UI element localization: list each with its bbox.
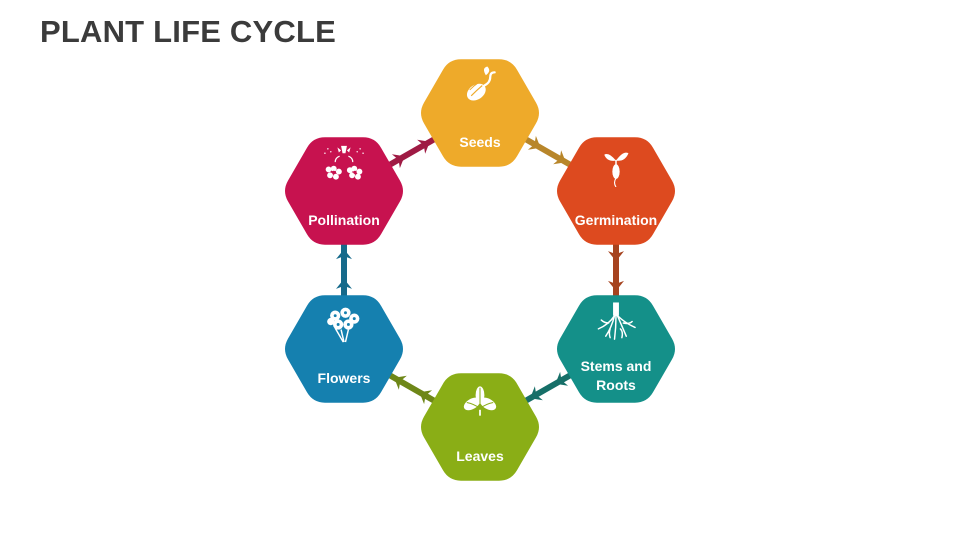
stage-hexagon	[285, 295, 403, 403]
stage-seeds: Seeds	[421, 59, 539, 167]
arrowhead	[608, 251, 624, 262]
stage-hexagon	[421, 59, 539, 167]
stage-hexagon	[421, 373, 539, 481]
stage-label: Pollination	[308, 212, 380, 228]
arrowhead	[530, 386, 543, 401]
stage-hexagon	[557, 137, 675, 245]
stage-label: Seeds	[459, 134, 500, 150]
connector-flowers-to-pollination	[336, 236, 352, 304]
arrowhead	[391, 154, 405, 169]
connector-leaves-to-flowers	[381, 368, 443, 408]
stage-label: Flowers	[318, 370, 371, 386]
arrowhead	[527, 135, 541, 150]
stage-hexagon	[557, 295, 675, 403]
stage-germination: Germination	[557, 137, 675, 245]
connector-germination-to-stems-roots	[608, 236, 624, 304]
arrowhead	[417, 139, 430, 154]
arrowhead	[394, 375, 407, 390]
arrowhead	[553, 150, 566, 165]
connector-pollination-to-seeds	[381, 132, 443, 172]
connector-seeds-to-germination	[517, 132, 579, 172]
stage-flowers: Flowers	[285, 295, 403, 403]
arrowhead	[555, 371, 569, 386]
arrowhead	[419, 390, 433, 405]
stage-label: Leaves	[456, 448, 504, 464]
stage-label: Germination	[575, 212, 657, 228]
arrowhead	[336, 278, 352, 289]
arrowhead	[336, 249, 352, 260]
stage-leaves: Leaves	[421, 373, 539, 481]
connector-stems-roots-to-leaves	[517, 368, 579, 408]
page-title: PLANT LIFE CYCLE	[40, 14, 336, 49]
arrowhead	[608, 280, 624, 291]
stage-label: Roots	[596, 377, 636, 393]
stage-label: Stems and	[581, 358, 652, 374]
stage-pollination: Pollination	[285, 137, 403, 245]
stage-hexagon	[285, 137, 403, 245]
